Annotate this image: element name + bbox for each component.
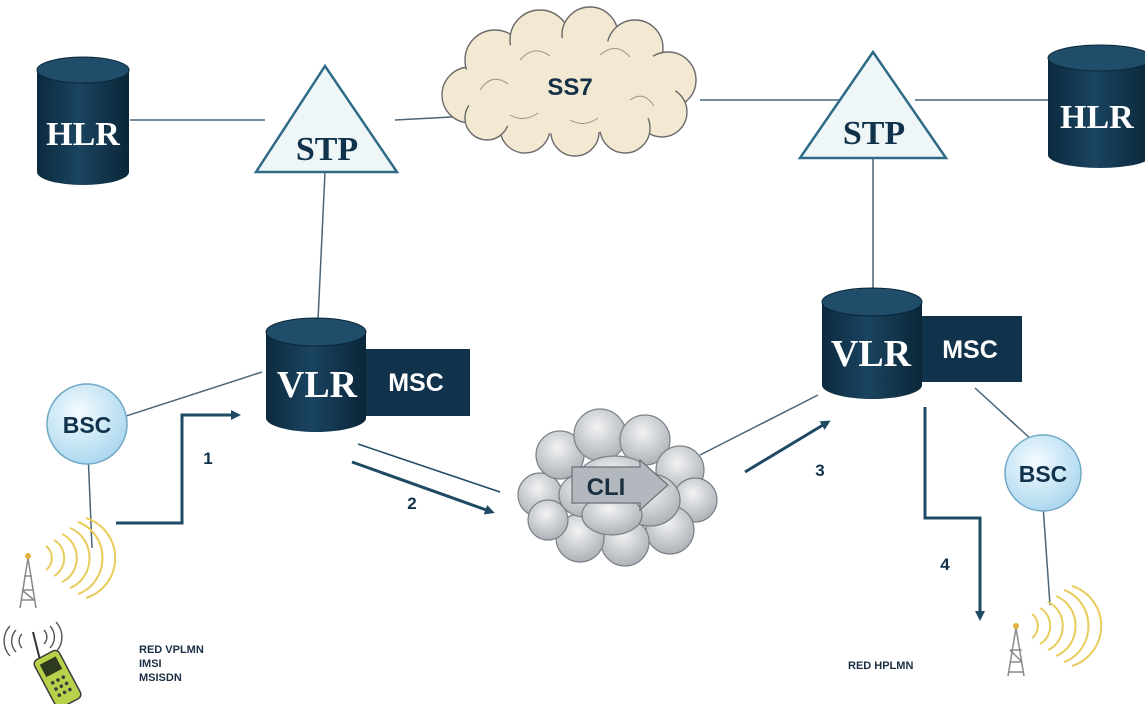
cli-cloud: CLI (517, 408, 718, 567)
cli-arrow-shape (571, 458, 669, 512)
link-bsc-antenna-left (87, 451, 93, 549)
visited-network-msisdn: MSISDN (139, 672, 182, 684)
mobile-phone-icon (3, 621, 82, 704)
visited-network-imsi: IMSI (139, 658, 162, 670)
arrow-step-3 (744, 420, 831, 474)
link-stp-vlr-left (317, 171, 326, 321)
bsc-right: BSC (1004, 434, 1082, 512)
vlr-msc-left: VLR MSC (265, 317, 470, 432)
step-3-label: 3 (815, 461, 824, 480)
ss7-cloud: SS7 (441, 6, 697, 157)
step-2-label: 2 (407, 494, 416, 513)
visited-network-block: RED VPLMN IMSI MSISDN (139, 643, 204, 685)
vlr-right-label: VLR (831, 333, 912, 375)
hlr-right-label: HLR (1060, 99, 1134, 136)
msc-left-label: MSC (388, 369, 444, 397)
visited-network-name: RED VPLMN (139, 644, 204, 656)
arrow-step-1 (116, 410, 241, 525)
hlr-right: HLR (1047, 44, 1145, 168)
ss7-label: SS7 (547, 74, 592, 101)
vlr-left-label: VLR (277, 364, 358, 406)
step-4-label: 4 (940, 555, 950, 574)
antenna-right-icon (1007, 585, 1103, 677)
link-vlr-cli-right (699, 394, 819, 456)
arrow-step-2-shadow (357, 443, 501, 493)
step-1-label: 1 (203, 449, 212, 468)
bsc-right-label: BSC (1019, 461, 1068, 487)
msc-right-box (916, 316, 1022, 382)
antenna-left-icon (19, 517, 117, 609)
arrow-step-4 (923, 407, 985, 621)
vlr-msc-right: VLR MSC (821, 287, 1022, 399)
stp-right-label: STP (843, 115, 905, 152)
flow-arrows (116, 407, 985, 621)
stp-right: STP (797, 49, 949, 160)
stp-left: STP (253, 63, 400, 174)
hlr-left: HLR (36, 56, 130, 185)
hlr-left-label: HLR (46, 116, 120, 153)
cli-label: CLI (587, 474, 626, 501)
link-msc-bsc-right (974, 387, 1033, 441)
arrow-step-2 (351, 460, 495, 515)
msc-right-label: MSC (942, 336, 998, 364)
link-bsc-vlr-left (119, 371, 263, 419)
bsc-left-label: BSC (63, 412, 112, 438)
home-network-name: RED HPLMN (848, 660, 914, 672)
bsc-left: BSC (46, 383, 128, 465)
msc-left-box (352, 349, 470, 416)
stp-left-label: STP (296, 131, 358, 168)
links (87, 99, 1051, 606)
link-bsc-antenna-right (1042, 504, 1051, 606)
